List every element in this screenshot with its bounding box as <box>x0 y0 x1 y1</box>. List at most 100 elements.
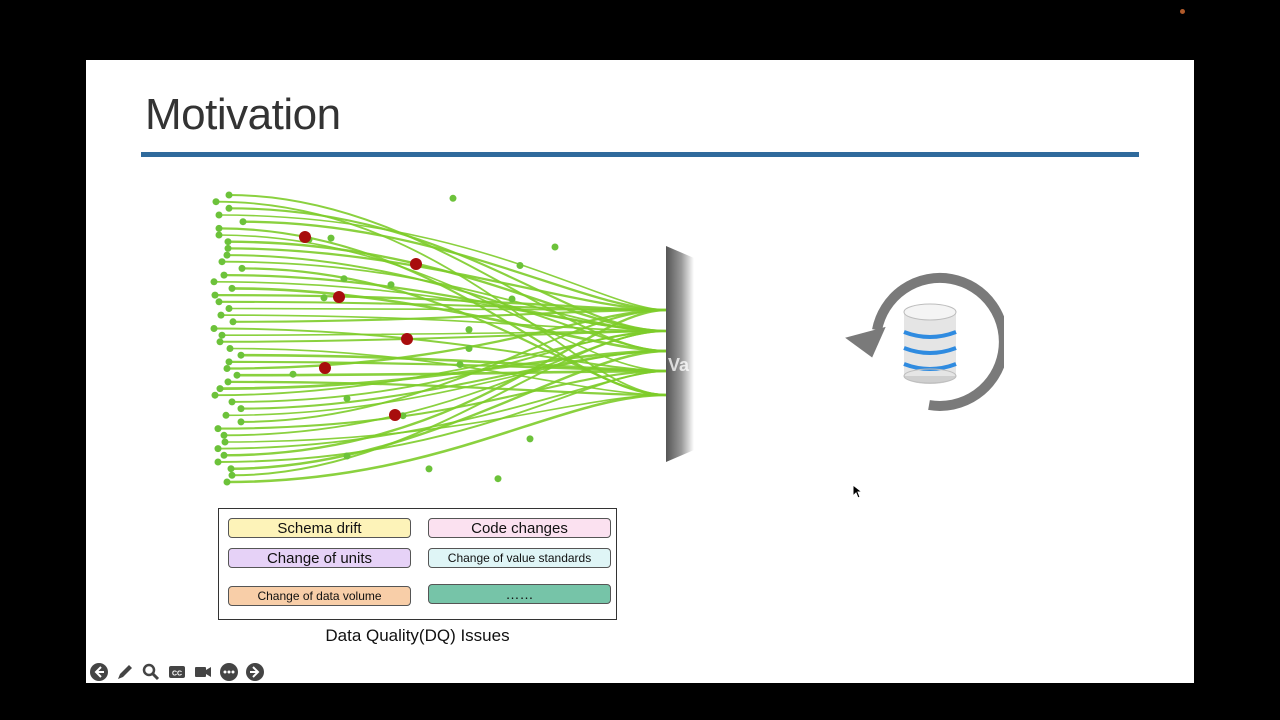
stream-source-dot <box>215 298 223 306</box>
legend-change-of-value-standards: Change of value standards <box>428 548 611 568</box>
stream-source-dot <box>226 345 234 352</box>
stream-source-dot <box>214 425 222 433</box>
data-stream-line <box>242 220 667 312</box>
data-stream-line <box>231 330 667 477</box>
dq-issue-dot <box>333 291 345 303</box>
data-flow-illustration <box>210 191 694 486</box>
stream-source-dot <box>228 398 236 406</box>
stream-mid-dot <box>551 243 559 251</box>
stream-source-dot <box>224 244 232 252</box>
stream-source-dots <box>210 191 559 486</box>
svg-text:CC: CC <box>172 671 182 678</box>
stream-mid-dot <box>343 395 351 402</box>
data-stream-line <box>217 370 667 463</box>
camera-icon[interactable] <box>190 660 216 684</box>
pen-icon[interactable] <box>112 660 138 684</box>
stream-source-dot <box>216 338 224 346</box>
stream-mid-dot <box>387 281 395 289</box>
stream-source-dot <box>218 331 226 339</box>
stream-source-dot <box>215 224 223 232</box>
stream-source-dot <box>227 465 235 473</box>
stream-source-dot <box>220 451 228 459</box>
presentation-toolbar: CC <box>86 660 268 684</box>
database-refresh-icon <box>845 272 1004 411</box>
stream-source-dot <box>224 378 232 386</box>
stream-source-dot <box>222 411 230 419</box>
stream-mid-dot <box>465 345 473 352</box>
stream-source-dot <box>223 251 231 259</box>
stream-mid-dot <box>494 475 502 483</box>
stream-source-dot <box>221 438 229 446</box>
stream-mid-dot <box>343 452 351 460</box>
data-stream-line <box>219 330 667 343</box>
database-icon <box>903 303 957 384</box>
data-stream-line <box>227 247 667 312</box>
stream-mid-dot <box>449 194 457 202</box>
stream-source-dot <box>225 358 233 366</box>
stream-source-dot <box>214 458 222 466</box>
data-stream-line <box>218 214 667 311</box>
data-stream-line <box>229 347 667 396</box>
stream-source-dot <box>237 351 245 359</box>
stream-source-dot <box>215 231 223 239</box>
dq-issue-dot <box>401 333 413 345</box>
legend-more: …… <box>428 584 611 604</box>
stream-source-dot <box>220 431 228 439</box>
stream-source-dot <box>229 318 237 326</box>
validation-wall <box>666 246 694 462</box>
title-underline <box>141 152 1139 157</box>
stream-source-dot <box>237 405 245 413</box>
more-icon[interactable] <box>216 660 242 684</box>
recording-indicator-icon <box>1180 9 1185 14</box>
back-icon[interactable] <box>86 660 112 684</box>
data-stream-line <box>230 349 667 470</box>
stream-source-dot <box>238 264 246 272</box>
legend-change-of-units: Change of units <box>228 548 411 568</box>
data-stream-line <box>220 314 667 332</box>
mouse-cursor-icon <box>852 484 864 499</box>
stream-mid-dot <box>320 294 328 302</box>
stream-mid-dot <box>425 465 433 473</box>
stream-source-dot <box>223 478 231 486</box>
zoom-icon[interactable] <box>138 660 164 684</box>
data-stream-line <box>226 393 667 484</box>
forward-icon[interactable] <box>242 660 268 684</box>
stream-source-dot <box>211 391 219 399</box>
dq-issue-dot <box>299 231 311 243</box>
data-stream-line <box>223 308 667 457</box>
dq-issue-dot <box>389 409 401 421</box>
stream-source-dot <box>220 271 228 279</box>
stream-source-dot <box>212 198 220 206</box>
stream-mid-dot <box>399 412 407 420</box>
stream-source-dot <box>225 191 233 199</box>
stream-source-dot <box>239 218 247 226</box>
stream-source-dot <box>217 311 225 319</box>
stream-source-dot <box>223 365 231 372</box>
data-stream-line <box>228 207 667 333</box>
stream-mid-dot <box>465 326 473 334</box>
stream-source-dot <box>237 418 245 426</box>
data-stream-line <box>231 287 667 353</box>
stream-mid-dot <box>526 435 534 443</box>
stream-source-dot <box>225 204 233 212</box>
stream-source-dot <box>210 325 218 332</box>
stream-mid-dot <box>516 262 524 269</box>
data-stream-line <box>215 200 667 396</box>
stream-source-dot <box>233 371 241 379</box>
data-stream-line <box>227 240 667 333</box>
captions-icon[interactable]: CC <box>164 660 190 684</box>
data-stream-line <box>232 308 667 323</box>
stream-source-dot <box>210 278 218 286</box>
legend-code-changes: Code changes <box>428 518 611 538</box>
legend-caption: Data Quality(DQ) Issues <box>325 626 510 645</box>
stream-source-dot <box>224 238 232 246</box>
dq-issue-dot <box>319 362 331 374</box>
stream-source-dot <box>228 284 236 292</box>
validation-wall-label: Va <box>668 355 690 375</box>
data-stream-line <box>231 330 667 403</box>
stream-source-dot <box>211 291 219 299</box>
slide-title: Motivation <box>145 90 341 139</box>
refresh-arrow-icon <box>872 272 1004 411</box>
stream-source-dot <box>215 211 223 219</box>
stream-source-dot <box>228 471 236 479</box>
